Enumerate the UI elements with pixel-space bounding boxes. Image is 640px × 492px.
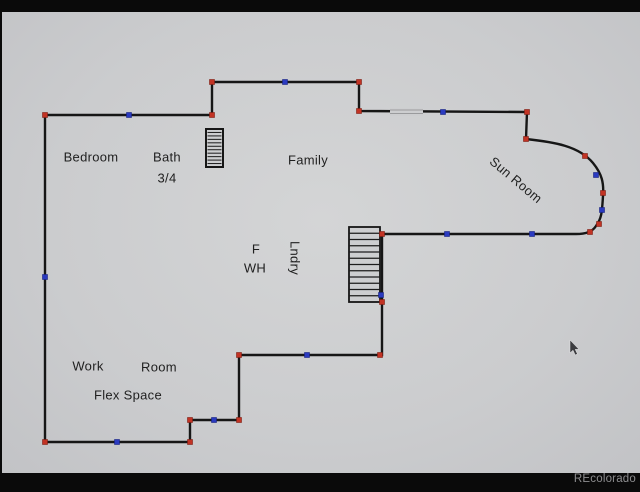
vertex-corner-handle[interactable] (42, 112, 48, 118)
room-label-bath: Bath (153, 149, 181, 165)
door-opening[interactable] (390, 108, 423, 116)
vertex-midpoint-handle[interactable] (378, 292, 384, 298)
vertex-corner-handle[interactable] (524, 109, 530, 115)
vertex-corner-handle[interactable] (236, 352, 242, 358)
vertex-corner-handle[interactable] (582, 153, 588, 159)
vertex-corner-handle[interactable] (209, 112, 215, 118)
mouse-cursor (569, 339, 580, 356)
wall-outline[interactable] (43, 80, 605, 444)
vertex-corner-handle[interactable] (600, 190, 606, 196)
vertex-midpoint-handle[interactable] (211, 417, 217, 423)
room-label-bedroom: Bedroom (63, 149, 119, 165)
monitor-screen: Bedroom Bath 3/4 Family Sun Room F WH Ln… (2, 12, 640, 485)
room-label-laundry: Lndry (287, 240, 303, 276)
vertex-midpoint-handle[interactable] (42, 274, 48, 280)
vertex-midpoint-handle[interactable] (593, 172, 599, 178)
room-label-bath-size: 3/4 (157, 170, 177, 186)
floorplan-canvas[interactable] (2, 12, 640, 492)
vertex-midpoint-handle[interactable] (529, 231, 535, 237)
vertex-corner-handle[interactable] (356, 79, 362, 85)
room-label-flex-space: Flex Space (93, 387, 163, 403)
vertex-corner-handle[interactable] (379, 299, 385, 305)
vertex-corner-handle[interactable] (209, 79, 215, 85)
room-label-furnace: F (251, 241, 261, 257)
vertex-midpoint-handle[interactable] (282, 79, 288, 85)
room-label-family: Family (287, 152, 329, 168)
room-label-work: Work (72, 358, 104, 374)
vertex-midpoint-handle[interactable] (599, 207, 605, 213)
vertex-corner-handle[interactable] (187, 417, 193, 423)
vertex-corner-handle[interactable] (356, 108, 362, 114)
vertex-corner-handle[interactable] (587, 229, 593, 235)
vertex-midpoint-handle[interactable] (304, 352, 310, 358)
vertex-corner-handle[interactable] (236, 417, 242, 423)
room-label-room: Room (141, 359, 177, 375)
vertex-midpoint-handle[interactable] (444, 231, 450, 237)
vertex-corner-handle[interactable] (42, 439, 48, 445)
room-label-water-heater: WH (243, 260, 267, 276)
vertex-corner-handle[interactable] (379, 231, 385, 237)
vertex-corner-handle[interactable] (523, 136, 529, 142)
vertex-midpoint-handle[interactable] (114, 439, 120, 445)
vertex-midpoint-handle[interactable] (126, 112, 132, 118)
vertex-midpoint-handle[interactable] (440, 109, 446, 115)
vertex-corner-handle[interactable] (187, 439, 193, 445)
watermark-recolorado: REcolorado (573, 473, 636, 485)
vertex-corner-handle[interactable] (377, 352, 383, 358)
bath-fixture[interactable] (205, 128, 224, 168)
vertex-corner-handle[interactable] (596, 221, 602, 227)
